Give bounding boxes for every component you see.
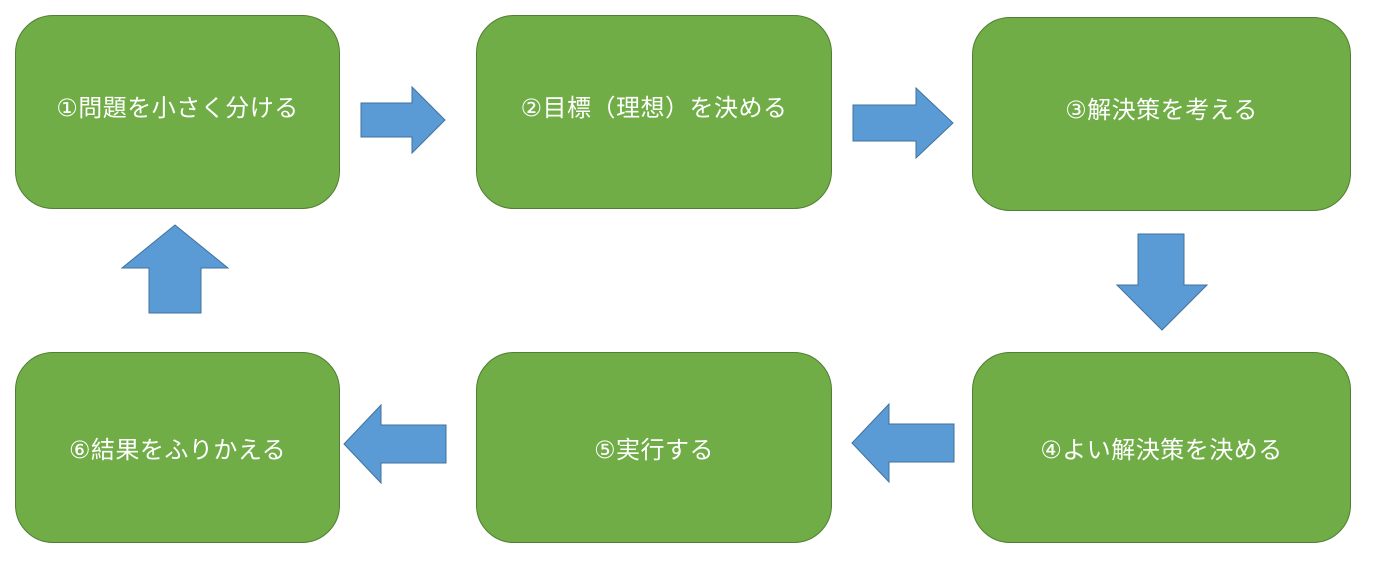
arrow-right-icon [852,86,954,160]
step-label-6: ⑥結果をふりかえる [68,436,287,464]
arrow-up-icon [120,224,230,314]
arrow-down-icon [1115,233,1209,331]
arrow-right-icon [360,85,446,155]
step-box-1-divide-problem: ①問題を小さく分ける [15,15,340,209]
step-label-4: ④よい解決策を決める [1040,436,1283,464]
step-box-4-choose-solution: ④よい解決策を決める [972,352,1351,543]
step-box-2-set-goal: ②目標（理想）を決める [476,15,832,209]
arrow-left-icon [851,402,955,484]
step-label-3: ③解決策を考える [1065,95,1258,124]
step-box-5-execute: ⑤実行する [476,352,832,543]
step-label-1: ①問題を小さく分ける [56,93,299,122]
arrow-left-icon [343,403,447,485]
step-box-6-review-results: ⑥結果をふりかえる [15,352,340,543]
step-label-5: ⑤実行する [593,436,714,464]
step-label-2: ②目標（理想）を決める [520,93,788,122]
step-box-3-think-solutions: ③解決策を考える [972,17,1351,211]
